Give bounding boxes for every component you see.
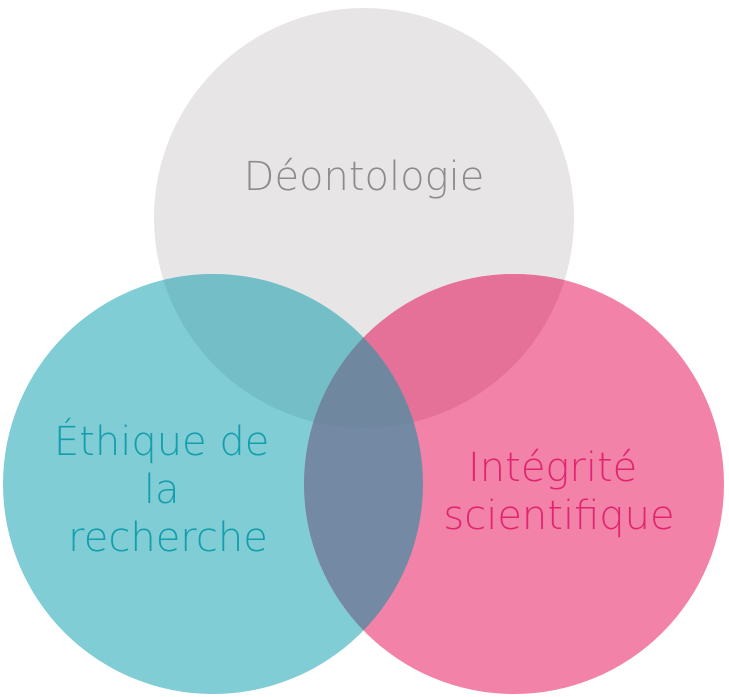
label-deontologie: Déontologie [244,154,485,200]
label-ethique: Éthique de la recherche [54,417,282,561]
label-integrite-line-1: Intégrité [468,445,637,491]
overlap-deontologie-integrite [304,274,574,428]
label-integrite-line-2: scientifique [443,493,674,539]
overlap-deontologie-ethique [154,274,423,428]
label-deontologie-line: Déontologie [244,154,485,200]
label-ethique-line-1: Éthique de [54,417,270,465]
label-ethique-line-3: recherche [68,515,268,561]
label-ethique-line-2: la [144,467,180,513]
label-integrite: Intégrité scientifique [443,445,674,539]
